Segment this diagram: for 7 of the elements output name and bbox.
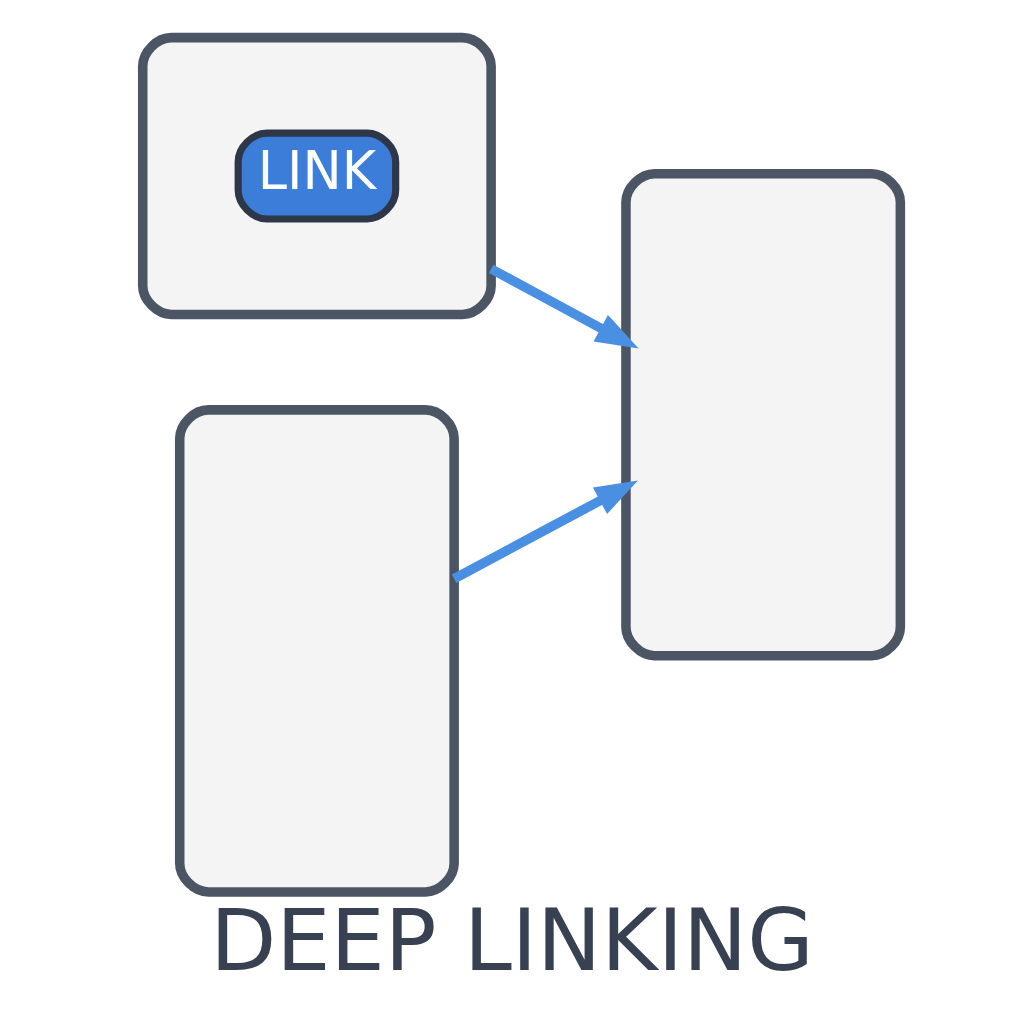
arrow [488,264,639,349]
node-phone [174,404,459,897]
arrow [451,479,638,583]
node-box: LINK [234,129,400,223]
cluster [137,32,496,319]
diagram-title: DEEP LINKING [210,889,814,990]
node-phone [621,168,906,660]
